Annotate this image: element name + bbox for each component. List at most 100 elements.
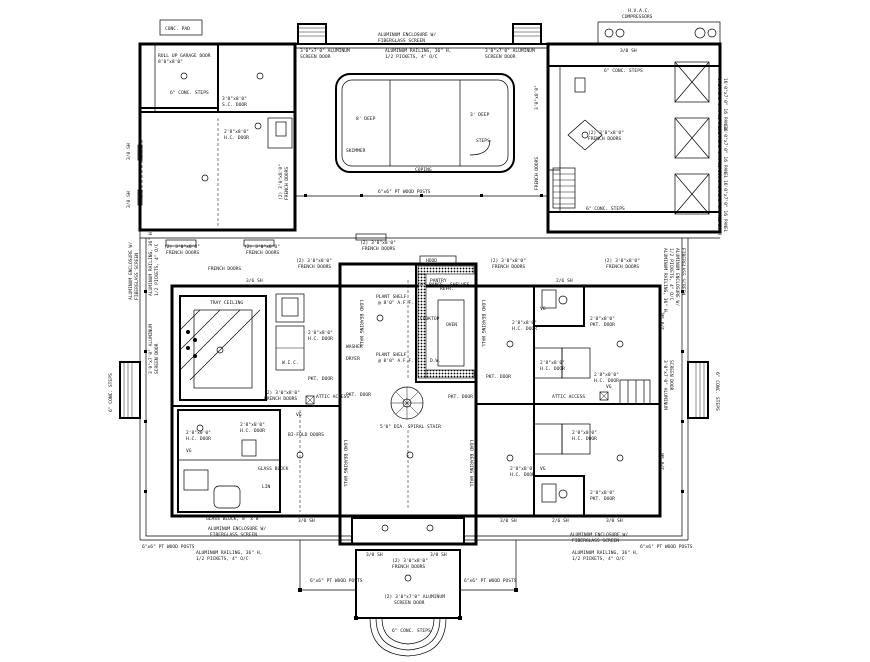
french-master-side-2: FRENCH DOORS xyxy=(264,396,297,402)
compressors-label: COMPRESSORS xyxy=(622,14,653,20)
roll-up-door-size: 8'0"x8'0" xyxy=(158,59,183,65)
fiberglass-screen-top: FIBERGLASS SCREEN xyxy=(378,38,425,44)
hood-label: HOOD xyxy=(426,258,437,264)
pool-outline xyxy=(335,73,515,173)
steps-label: STEPS xyxy=(476,138,490,144)
hc-door-r5b: H.C. DOOR xyxy=(510,472,535,478)
french-left-top-4: FRENCH DOORS xyxy=(246,250,279,256)
wood-posts-br: 6"x6" PT WOOD POSTS xyxy=(640,544,693,550)
coping-label: COPING xyxy=(415,167,432,173)
hc-door-r6: 2'8"x8'0" xyxy=(590,490,615,496)
main-house: COOKTOP OVEN PANTRY REFR. D.W. 5'0" DIA.… xyxy=(164,233,666,546)
al-screen-br: ALUMINUM ENCLOSURE W/ xyxy=(570,532,628,538)
sh-left-bottom: 3/0 SH xyxy=(298,518,315,524)
garage-door-label-2: OVERHEAD GARAGE DOOR xyxy=(716,126,722,182)
french-garage-2: FRENCH DOORS xyxy=(588,136,621,142)
conc-pad-label: CONC. PAD xyxy=(165,26,190,32)
vg-right-2: VG xyxy=(540,306,546,312)
hc-door-r5: 2'8"x8'0" xyxy=(510,466,535,472)
dw-label: D.W. xyxy=(430,358,441,364)
load-bearing-right-2: LOAD BEARING WALL xyxy=(468,440,474,487)
front-french-size: (2) 3'0"x8'0" xyxy=(360,240,396,246)
sh-left-top: 3/6 SH xyxy=(246,278,263,284)
pickets-bl: 1/2 PICKETS, 4" O/C xyxy=(196,556,249,562)
garage-door-label-3: OVERHEAD GARAGE DOOR xyxy=(716,180,722,236)
pkt-door-center: PKT. DOOR xyxy=(346,392,371,398)
load-bearing-left-2: LOAD BEARING WALL xyxy=(342,440,348,487)
french-left-top-7: FRENCH DOORS xyxy=(208,266,241,272)
french-left-top: (2) 3'0"x8'0" xyxy=(164,244,200,250)
hc-door-bath-3: 2'8"x8'0" xyxy=(240,422,265,428)
conc-steps-left: 6" CONC. STEPS xyxy=(108,373,114,412)
hvac-label: H.V.A.C. xyxy=(628,8,650,14)
glass-block-short: GLASS BLOCK xyxy=(258,466,289,472)
fiberglass-left: FIBERGLASS SCREEN xyxy=(134,253,140,300)
gas-range-label: GAS RANGE xyxy=(418,282,443,288)
fiberglass-br: FIBERGLASS SCREEN xyxy=(572,538,619,544)
sh-garage-top: 3/0 SH xyxy=(620,48,637,54)
pool-enclosure: ALUMINUM ENCLOSURE W/ FIBERGLASS SCREEN … xyxy=(278,23,548,200)
wood-posts-mid-right: 6"x6" PT WOOD POSTS xyxy=(464,578,517,584)
al-screen-door-label: 3'0"x7'0" ALUMINUM xyxy=(300,48,350,54)
garage-door-size-1: 16'0"x7'0" 16 PANEL xyxy=(722,78,728,131)
fiberglass-bl: FIBERGLASS SCREEN xyxy=(210,532,257,538)
plant-shelf-aff-2: @ 8'0" A.F.F. xyxy=(378,358,414,364)
spiral-stair-label: 5'0" DIA. SPIRAL STAIR xyxy=(380,424,441,430)
conc-steps-right: 6" CONC. STEPS xyxy=(714,372,720,411)
front-french-porch: (2) 3'0"x8'0" xyxy=(392,558,428,564)
al-screen-door-right: 3'0"x7'0" ALUMINUM xyxy=(662,360,668,410)
skimmer-label: SKIMMER xyxy=(346,148,366,154)
sh-right-b: 2/6 SH xyxy=(552,518,569,524)
sh-right-d: 3/0 SH xyxy=(660,313,666,330)
hc-door-r4: 2'8"x8'0" xyxy=(594,372,619,378)
sh-right-a: 2/6 SH xyxy=(556,278,573,284)
pkt-door-kitchen: PKT. DOOR xyxy=(448,394,473,400)
sh-right-e: 3/0 SH xyxy=(660,453,666,470)
load-bearing-left: LOAD BEARING WALL xyxy=(358,300,364,347)
sc-door-label: S.C. DOOR xyxy=(222,102,247,108)
front-porch: (2) 3'0"x7'0" ALUMINUM SCREEN DOOR (2) 3… xyxy=(298,540,518,657)
vg-right: VG xyxy=(606,384,612,390)
garage-door-size-3: 16'0"x7'0" 16 PANEL xyxy=(722,180,728,233)
glass-block-label: GLASS BLOCK, 8" x 8" xyxy=(206,516,261,522)
al-screen-top-label: ALUMINUM ENCLOSURE W/ xyxy=(378,32,436,38)
wood-posts-top-label: 6"x6" PT WOOD POSTS xyxy=(378,189,431,195)
sh-porch-left: 3/0 SH xyxy=(366,552,383,558)
conc-steps-front: 6" CONC. STEPS xyxy=(392,628,431,634)
pkt-door-left: PKT. DOOR xyxy=(308,376,333,382)
sh-left-bottom-2: 3/0 SH xyxy=(500,518,517,524)
roll-up-door-label: ROLL UP GARAGE DOOR xyxy=(158,53,211,59)
hc-door-r3: 2'8"x8'0" xyxy=(540,360,565,366)
hc-door-r4b: H.C. DOOR xyxy=(594,378,619,384)
conc-steps-label: 6" CONC. STEPS xyxy=(170,90,209,96)
vg-right-3: VG xyxy=(540,466,546,472)
french-left-top-6: FRENCH DOORS xyxy=(298,264,331,270)
hc-door-master: 2'8"x8'0" xyxy=(308,330,333,336)
vg-left-2: VG xyxy=(186,448,192,454)
hc-door-r6b: PKT. DOOR xyxy=(590,496,615,502)
conc-steps-garage: 6" CONC. STEPS xyxy=(604,68,643,74)
pickets-right: 1/2 PICKETS, 4" O/C xyxy=(668,248,674,301)
hc-door-r1: 2'8"x8'0" xyxy=(512,320,537,326)
oven-label: OVEN xyxy=(446,322,457,328)
attic-access-right: ATTIC ACCESS xyxy=(552,394,585,400)
front-french-label: FRENCH DOORS xyxy=(362,246,395,252)
deep3-label: 3' DEEP xyxy=(470,112,490,118)
garage-door-size-2: 16'0"x7'0" 16 PANEL xyxy=(722,126,728,179)
hc-door-r3b: H.C. DOOR xyxy=(540,366,565,372)
hc-door-size: 2'8"x8'0" xyxy=(224,129,249,135)
french-garage: (2) 3'0"x8'0" xyxy=(588,130,624,136)
garage-right-wing: H.V.A.C. COMPRESSORS 6" CONC. STEPS 6" C… xyxy=(534,8,728,236)
plant-shelf-label-1: PLANT SHELF xyxy=(376,294,407,300)
french-top-pool-2: FRENCH DOORS xyxy=(284,167,290,200)
pantry-label: PANTRY xyxy=(430,278,447,284)
screen-door-right: SCREEN DOOR xyxy=(668,360,674,391)
french-left-top-2: FRENCH DOORS xyxy=(166,250,199,256)
french-side-garage: FRENCH DOORS xyxy=(534,157,540,190)
al-railing-right: ALUMINUM RAILING, 36" H, xyxy=(662,248,668,314)
hc-door-r7b: H.C. DOOR xyxy=(572,436,597,442)
french-left-top-3: (2) 3'0"x8'0" xyxy=(244,244,280,250)
screen-door-label-right: SCREEN DOOR xyxy=(485,54,516,60)
pickets-top-label: 1/2 PICKETS, 4" O/C xyxy=(385,54,438,60)
